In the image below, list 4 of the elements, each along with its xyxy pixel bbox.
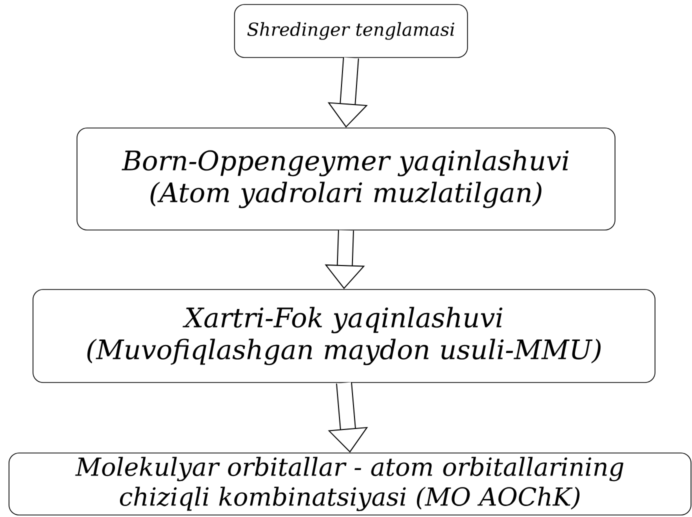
rounded-box: Shredinger tenglamasi — [234, 4, 468, 58]
rounded-box: Molekulyar orbitallar - atom orbitallarining chiziqli kombinatsiyasi (MO AOChK) — [8, 452, 692, 516]
rounded-box: Born-Oppengeymer yaqinlashuvi (Atom yadrolari muzlatilgan) — [76, 128, 616, 230]
rounded-box: Xartri-Fok yaqinlashuvi (Muvofiqlashgan maydon usuli-MMU) — [32, 289, 656, 383]
